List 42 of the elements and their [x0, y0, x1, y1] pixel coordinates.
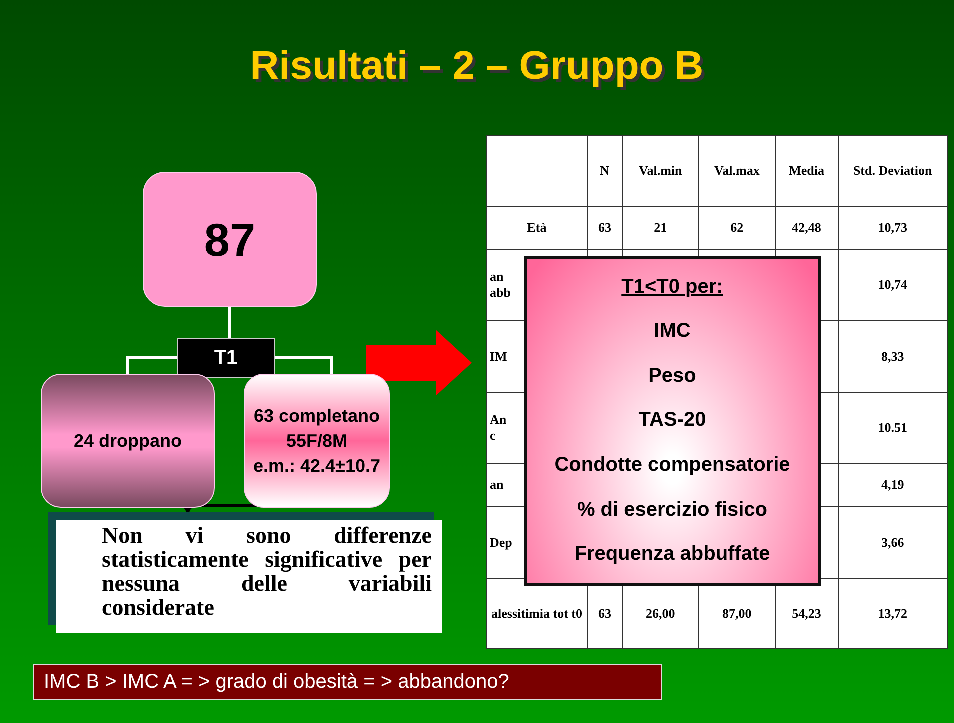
- table-header: Media: [775, 136, 838, 206]
- box-text: Peso: [648, 364, 696, 388]
- result-box: [524, 256, 821, 586]
- box-text: T1: [214, 346, 238, 370]
- table-cell: 10,74: [838, 250, 948, 320]
- slide-title: Risultati – 2 – Gruppo B: [249, 44, 705, 89]
- group-box: [244, 374, 390, 508]
- table-cell: 8,33: [838, 320, 948, 392]
- table-header: Val.min: [622, 136, 699, 206]
- table-cell: 13,72: [838, 578, 948, 648]
- table-cell: 3,66: [838, 506, 948, 578]
- note-box: [56, 520, 442, 633]
- table-cell: alessitimia tot t0: [486, 578, 588, 648]
- box-text: 87: [204, 212, 256, 266]
- table-cell: 10,73: [838, 206, 948, 250]
- table-cell: 54,23: [775, 578, 838, 648]
- table-header: Std. Deviation: [838, 136, 948, 206]
- conclusion-bar: [33, 664, 662, 700]
- box-text: 55F/8M: [286, 430, 348, 452]
- box-text: 24 droppano: [74, 430, 182, 452]
- table-header: Val.max: [698, 136, 776, 206]
- count-box: [143, 172, 317, 307]
- table-cell: 10.51: [838, 392, 948, 464]
- table-header: N: [587, 136, 622, 206]
- table-cell: 4,19: [838, 464, 948, 506]
- box-text: IMC: [654, 320, 691, 344]
- connector-line: [275, 356, 334, 374]
- connector-line: [126, 356, 177, 374]
- block-arrow: [366, 330, 472, 396]
- table-cell: 42,48: [775, 206, 838, 250]
- box-text: Non vi sono differenze statisticamente significative per nessuna delle variabili considerate: [102, 524, 432, 620]
- table-cell: 63: [587, 206, 622, 250]
- table-cell: 62: [698, 206, 776, 250]
- box-text: 63 completano: [254, 404, 380, 428]
- group-box: [41, 374, 215, 508]
- box-text: TAS-20: [638, 409, 706, 432]
- box-text: IMC B > IMC A = > grado di obesità = > abbandono?: [44, 670, 510, 694]
- box-text: e.m.: 42.4±10.7: [254, 454, 380, 478]
- table-cell: Età: [486, 206, 588, 250]
- table-cell: 21: [622, 206, 699, 250]
- connector-line: [228, 307, 232, 338]
- time-point-box: [177, 338, 275, 378]
